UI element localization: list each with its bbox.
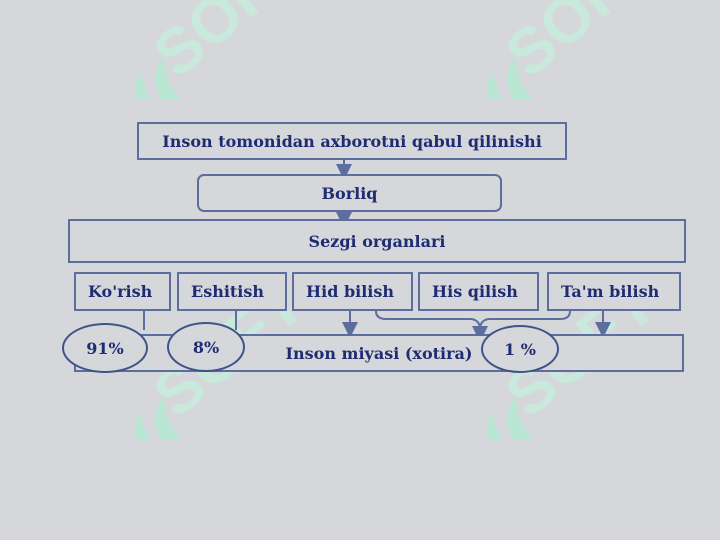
brain-text: Inson miyasi (xotira) [285,343,473,363]
sense-label-his-qilish: His qilish [432,282,518,301]
sense-box-korish: Ko'rish [74,272,171,311]
percent-oval-eshitish: 8% [167,322,245,372]
borliq-text: Borliq [321,183,378,203]
percent-eshitish: 8% [192,337,220,357]
borliq-box: Borliq [197,174,502,212]
title-box: Inson tomonidan axborotni qabul qilinish… [137,122,567,160]
percent-oval-korish: 91% [62,323,148,373]
brain-box: Inson miyasi (xotira) [74,334,684,372]
title-text: Inson tomonidan axborotni qabul qilinish… [162,131,542,151]
sense-label-tam-bilish: Ta'm bilish [561,282,660,301]
brace-connector [375,310,571,328]
sense-box-hid-bilish: Hid bilish [292,272,413,311]
sense-label-korish: Ko'rish [88,282,153,301]
percent-korish: 91% [86,338,124,358]
sezgi-organlari-box: Sezgi organlari [68,219,686,263]
sense-label-eshitish: Eshitish [191,282,265,301]
percent-other: 1 % [504,339,536,359]
sense-label-hid-bilish: Hid bilish [306,282,395,301]
percent-oval-other: 1 % [481,325,559,373]
sense-box-tam-bilish: Ta'm bilish [547,272,681,311]
sense-box-eshitish: Eshitish [177,272,287,311]
sezgi-organlari-text: Sezgi organlari [308,231,446,251]
sense-box-his-qilish: His qilish [418,272,539,311]
